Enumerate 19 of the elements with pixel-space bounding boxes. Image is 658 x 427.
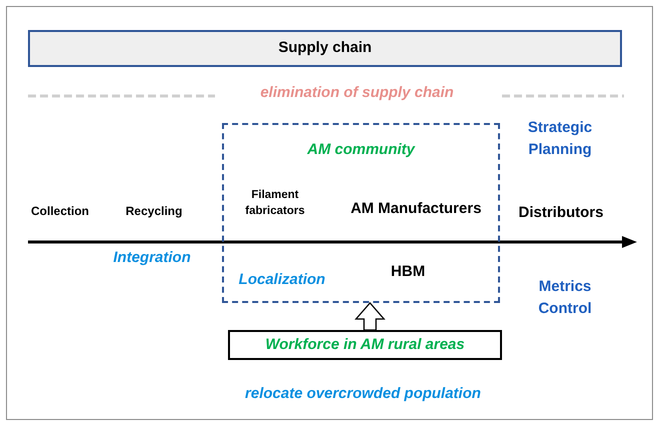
annotation-text: Localization: [238, 270, 326, 290]
annotation-text: relocate overcrowded population: [245, 384, 481, 404]
annotation-text: Integration: [113, 248, 191, 268]
stage-label: Collection: [30, 203, 89, 220]
stage-label: Filament fabricators: [244, 188, 306, 219]
node-text: Supply chain: [278, 38, 372, 58]
node-text: Workforce in AM rural areas: [265, 334, 465, 355]
stage-label: AM Manufacturers: [350, 198, 482, 219]
stage-label: Recycling: [126, 203, 182, 220]
annotation-text: elimination of supply chain: [260, 82, 454, 103]
process-box: [228, 330, 502, 360]
side-label: Metrics Control: [537, 277, 593, 319]
stage-label: HBM: [390, 262, 426, 282]
block-arrow: [354, 302, 386, 331]
node-text: AM community: [307, 140, 415, 160]
dashed-group-box: [222, 123, 500, 303]
stage-label: Distributors: [518, 202, 604, 223]
header-box: [28, 30, 622, 67]
side-label: Strategic Planning: [526, 118, 594, 160]
